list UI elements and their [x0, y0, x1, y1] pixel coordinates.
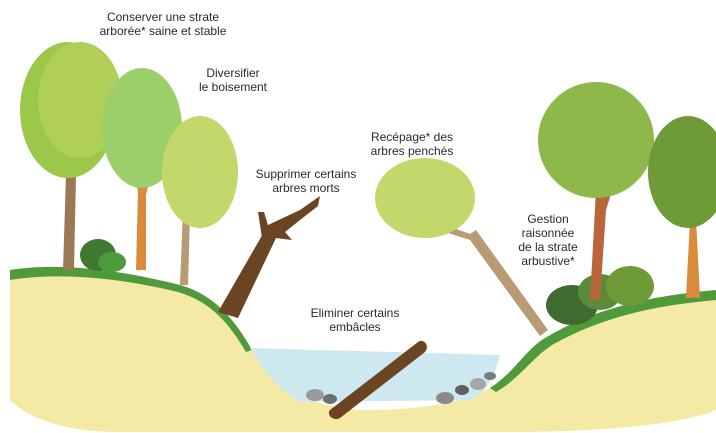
sand-soil [10, 266, 716, 432]
stone [455, 385, 469, 395]
label-eliminer-embacles: Eliminer certains embâcles [310, 306, 400, 334]
stone [306, 389, 324, 401]
grass-left [10, 266, 252, 352]
tree-far-right [648, 116, 716, 298]
label-conserver-strate: Conserver une strate arborée* saine et s… [99, 10, 227, 38]
tree-orange-trunk [102, 68, 182, 270]
bush-left [80, 239, 126, 272]
log-embacle [328, 340, 427, 420]
stone [470, 378, 486, 390]
label-diversifier: Diversifier le boisement [198, 66, 268, 94]
tree-right [538, 82, 654, 300]
dead-tree-branch [258, 212, 270, 238]
dead-tree [218, 196, 320, 318]
stone [484, 372, 496, 380]
label-gestion-strate-arbustive: Gestion raisonnée de la strate arbustive… [518, 212, 578, 268]
tree-large-left [20, 42, 122, 270]
grass-right [490, 290, 716, 392]
tree-mid-left [162, 116, 238, 285]
label-recepage: Recépage* des arbres penchés [370, 130, 454, 158]
stone [436, 392, 454, 404]
tree-leaning [375, 158, 548, 336]
river-water [250, 348, 500, 402]
stone [323, 394, 337, 404]
label-supprimer-arbres-morts: Supprimer certains arbres morts [255, 167, 357, 195]
